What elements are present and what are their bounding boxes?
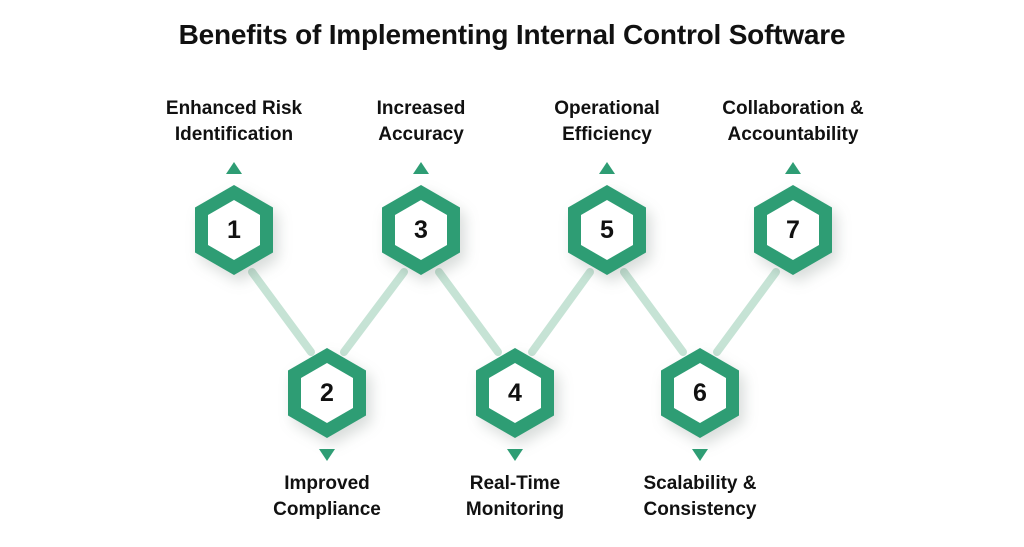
hexagon-number-1: 1: [227, 215, 241, 244]
triangle-up-icon-3: [413, 162, 429, 174]
hexagon-inner-shape: 7: [767, 200, 819, 260]
hexagon-inner-shape: 1: [208, 200, 260, 260]
connector-line-2-to-3: [340, 268, 408, 356]
hexagon-number-6: 6: [693, 378, 707, 407]
node-label-line2: Efficiency: [562, 124, 652, 145]
hexagon-inner-shape: 5: [581, 200, 633, 260]
hexagon-icon-6: 6: [661, 348, 739, 438]
hexagon-icon-1: 1: [195, 185, 273, 275]
hexagon-number-2: 2: [320, 378, 334, 407]
triangle-down-icon-6: [692, 449, 708, 461]
hexagon-number-3: 3: [414, 215, 428, 244]
connector-line-3-to-4: [435, 268, 502, 356]
triangle-up-icon-7: [785, 162, 801, 174]
node-label-6: Scalability & Consistency: [585, 471, 815, 523]
connector-line-6-to-7: [713, 268, 780, 356]
connector-line-1-to-2: [248, 268, 315, 356]
connector-line-4-to-5: [528, 268, 594, 356]
hexagon-number-7: 7: [786, 215, 800, 244]
node-label-line2: Identification: [174, 124, 294, 145]
hexagon-number-4: 4: [508, 378, 522, 407]
node-label-line2: Compliance: [273, 499, 381, 520]
node-label-line2: Monitoring: [465, 499, 565, 520]
triangle-up-icon-1: [226, 162, 242, 174]
node-label-line1: Scalability &: [643, 473, 757, 494]
triangle-up-icon-5: [599, 162, 615, 174]
node-label-line1: Increased: [376, 98, 466, 119]
connector-line-5-to-6: [620, 268, 687, 356]
hexagon-icon-7: 7: [754, 185, 832, 275]
node-label-line1: Enhanced Risk: [165, 98, 303, 119]
hexagon-icon-2: 2: [288, 348, 366, 438]
triangle-down-icon-2: [319, 449, 335, 461]
triangle-down-icon-4: [507, 449, 523, 461]
node-label-7: Collaboration & Accountability: [678, 96, 908, 148]
node-label-line1: Operational: [554, 98, 660, 119]
node-label-line2: Consistency: [643, 499, 757, 520]
node-label-line2: Accountability: [727, 124, 859, 145]
node-label-line1: Real-Time: [469, 473, 561, 494]
node-label-line2: Accuracy: [378, 124, 464, 145]
hexagon-icon-4: 4: [476, 348, 554, 438]
hexagon-icon-5: 5: [568, 185, 646, 275]
hexagon-icon-3: 3: [382, 185, 460, 275]
node-label-line1: Collaboration &: [722, 98, 864, 119]
page-title: Benefits of Implementing Internal Contro…: [178, 19, 846, 50]
hexagon-inner-shape: 6: [674, 363, 726, 423]
node-label-line1: Improved: [284, 473, 370, 494]
hexagon-number-5: 5: [600, 215, 614, 244]
